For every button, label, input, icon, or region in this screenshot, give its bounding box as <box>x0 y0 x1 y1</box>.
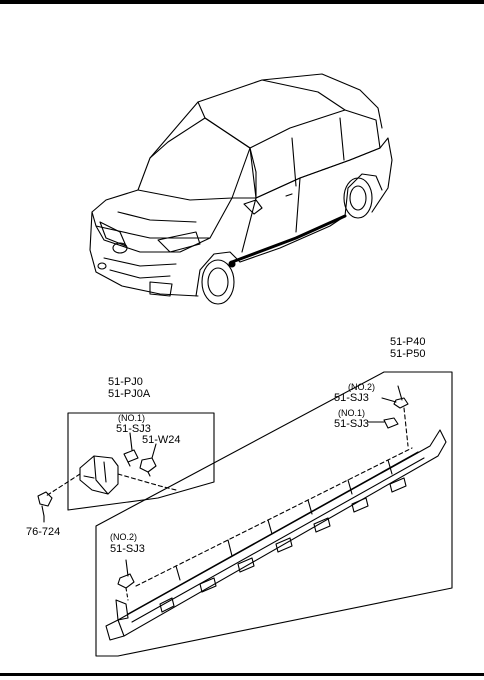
leader-bracket-to-sill <box>117 473 177 491</box>
label-bracket-bottom: 51-PJ0A <box>108 388 151 400</box>
leader-bracket-screw <box>151 443 157 459</box>
label-upper-clip2-no: (NO.2) <box>348 382 375 392</box>
vehicle-illustration <box>89 73 393 305</box>
label-bolt: 76-724 <box>26 526 60 538</box>
label-lower-clip2-code: 51-SJ3 <box>110 543 145 555</box>
bolt-part <box>37 491 53 517</box>
bracket-box <box>67 412 215 511</box>
leader-bolt <box>45 473 81 497</box>
label-bracket-clip-code: 51-SJ3 <box>116 423 151 435</box>
bracket-part <box>79 455 119 495</box>
sill-clips <box>135 407 413 587</box>
label-bracket-top: 51-PJ0 <box>108 376 143 388</box>
leader-upper-clip2 <box>381 397 397 403</box>
label-lower-clip2-no: (NO.2) <box>110 532 137 542</box>
label-main-bottom: 51-P50 <box>390 348 425 360</box>
label-upper-clip1-no: (NO.1) <box>338 408 365 418</box>
top-border <box>0 0 484 4</box>
label-upper-clip2-code: 51-SJ3 <box>334 392 369 404</box>
bracket-screw <box>139 457 157 477</box>
bracket-clip <box>123 449 139 467</box>
upper-clip-no1 <box>383 417 399 429</box>
label-bracket-screw: 51-W24 <box>142 434 181 446</box>
leader-bracket-clip <box>129 432 133 451</box>
label-upper-clip1-code: 51-SJ3 <box>334 418 369 430</box>
lower-clip-no2 <box>117 559 135 601</box>
label-main-top: 51-P40 <box>390 336 425 348</box>
main-part-box <box>95 371 453 657</box>
upper-clip-no2 <box>393 385 409 409</box>
side-sill-molding <box>105 429 447 641</box>
label-bracket-clip-no: (NO.1) <box>118 413 145 423</box>
bottom-border <box>0 673 484 676</box>
